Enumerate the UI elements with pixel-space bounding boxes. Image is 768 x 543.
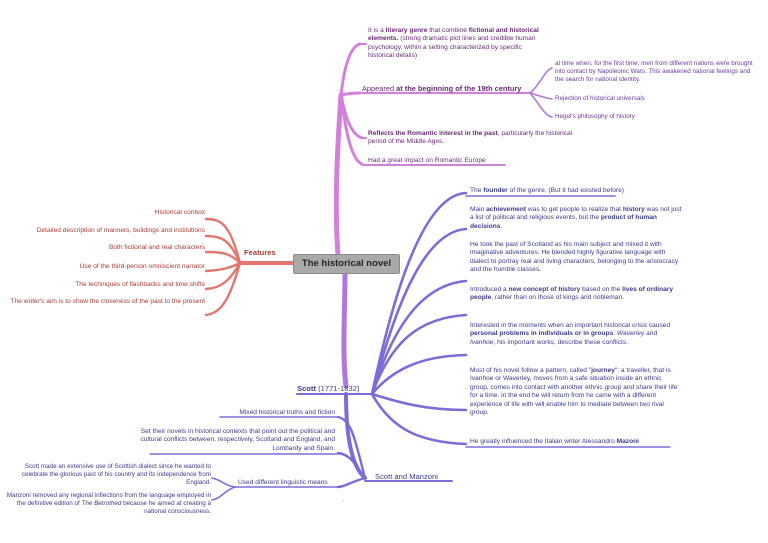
connector-appeared-hegel	[529, 92, 553, 118]
genre-romantic[interactable]: Reflects the Romantic interest in the pa…	[368, 130, 573, 146]
connector-manzoni-mixed	[336, 415, 367, 480]
feature-item[interactable]: Both fictional and real characters	[108, 244, 205, 251]
connector-genre-trunk	[333, 92, 344, 258]
connector-scott-scotland	[370, 279, 468, 396]
feature-item[interactable]: The techniques of flashbacks and time sh…	[75, 281, 205, 288]
connector-genre-impact	[339, 93, 364, 166]
manzoni-item-contexts[interactable]: Set their novels in historical contexts …	[140, 428, 335, 452]
genre-impact[interactable]: Had a great impact on Romantic Europe	[368, 157, 486, 164]
connector-genre-appeared	[339, 91, 362, 97]
features-label[interactable]: Features	[244, 248, 276, 257]
scott-item-concept[interactable]: Introduced a new concept of history base…	[470, 286, 674, 302]
feature-item[interactable]: Detailed description of manners, buildin…	[36, 227, 205, 234]
connector-feature-2	[204, 234, 242, 265]
connector-appeared-context	[529, 67, 553, 94]
linguistic-scott[interactable]: Scott made an extensive use of Scottish …	[21, 463, 211, 486]
connector-scott-mazoni	[370, 392, 468, 446]
manzoni-item-mixed[interactable]: Mixed historical truths and fiction	[239, 409, 335, 416]
scott-item-mazoni[interactable]: He greatly influenced the Italian writer…	[470, 438, 639, 445]
connector-manzoni-contexts	[336, 451, 367, 480]
scott-item-crisis[interactable]: Interested in the moments when an import…	[470, 322, 671, 346]
feature-item[interactable]: Historical context	[154, 209, 205, 216]
scott-item-achievement[interactable]: Main achievement was to get people to re…	[470, 206, 682, 230]
connector-feature-4	[204, 261, 242, 273]
connector-feature-1	[204, 217, 242, 265]
appeared-universals[interactable]: Rejection of historical universals	[555, 95, 645, 102]
connector-scott-journey	[370, 392, 468, 412]
scott-item-scotland[interactable]: He took the past of Scotland as his main…	[470, 241, 679, 274]
central-topic[interactable]: The historical novel	[293, 254, 400, 274]
genre-definition[interactable]: It is a literary genre that combine fict…	[368, 27, 539, 60]
connector-appeared-universals	[529, 92, 553, 100]
manzoni-label[interactable]: Scott and Manzoni	[375, 472, 438, 481]
scott-item-journey[interactable]: Most of his novel follow a pattern, call…	[470, 367, 678, 417]
connector-scott-trunk	[341, 269, 349, 389]
connector-scott-crisis	[370, 353, 468, 396]
scott-item-founder[interactable]: The founder of the genre. (But it had ex…	[470, 187, 624, 194]
connector-linguistic-scott	[211, 477, 236, 488]
linguistic-manzoni[interactable]: Manzoni removed any regional inflections…	[6, 492, 211, 515]
connector-feature-3	[204, 250, 242, 265]
manzoni-item-linguistic[interactable]: Used different linguistic means	[238, 479, 328, 486]
connector-feature-6	[204, 261, 242, 317]
connector-scott-concept	[370, 313, 468, 396]
connector-scott-founder	[370, 191, 468, 396]
connector-linguistic-manzoni	[211, 486, 236, 501]
connector-feature-5	[204, 261, 242, 291]
manzoni-dot: .	[342, 496, 344, 503]
feature-item[interactable]: Use of the third-person omniscient narra…	[79, 263, 205, 270]
connector-genre-definition	[339, 42, 362, 97]
genre-appeared[interactable]: Appeared at the beginning of the 19th ce…	[362, 84, 522, 93]
connector-manzoni-linguistic	[336, 476, 367, 489]
scott-label[interactable]: Scott (1771-1832)	[297, 384, 360, 393]
genre-dot: .	[338, 86, 340, 93]
appeared-hegel[interactable]: Hegel's philosophy of history	[555, 113, 635, 120]
feature-item[interactable]: The writer's aim is to show the closenes…	[10, 298, 205, 305]
appeared-context[interactable]: at time when, for the first time, men fr…	[555, 60, 753, 83]
connector-scott-achievement	[370, 227, 468, 396]
